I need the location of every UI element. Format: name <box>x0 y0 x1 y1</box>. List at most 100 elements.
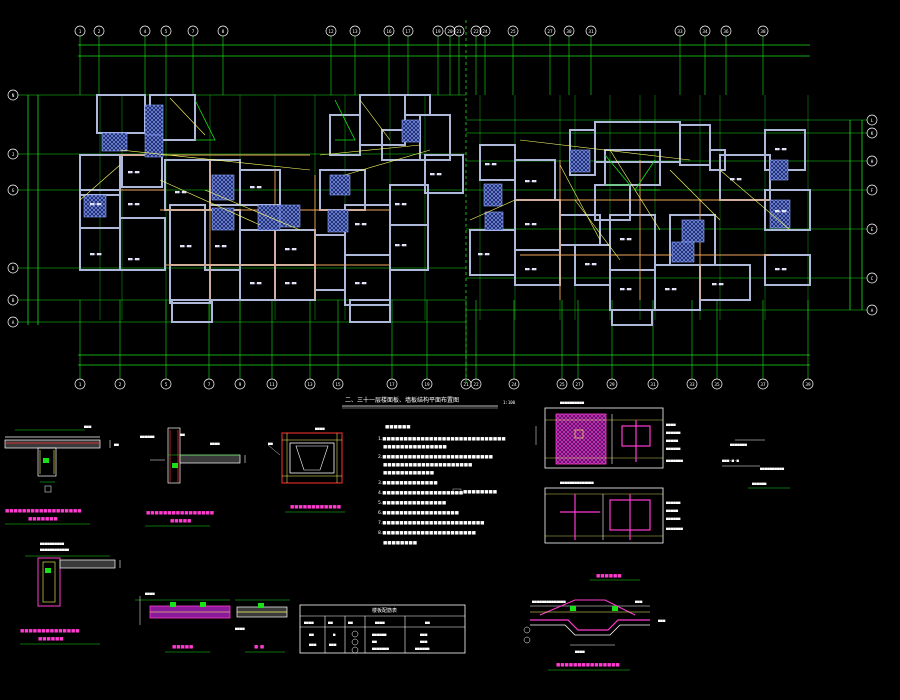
axis-bubble-right: L <box>866 114 878 126</box>
svg-text:7.■■■■■■■■■■■■■■■■■■■■■■■■: 7.■■■■■■■■■■■■■■■■■■■■■■■■ <box>378 520 484 526</box>
svg-text:■■-■■: ■■-■■ <box>585 261 597 266</box>
axis-bubble-label: B <box>12 298 15 304</box>
svg-text:■■-■■: ■■-■■ <box>355 221 367 226</box>
axis-bubble-bottom: 27 <box>572 378 584 390</box>
svg-text:■■■■■■■■■■■■■■■: ■■■■■■■■■■■■■■■ <box>556 663 620 668</box>
svg-text:■■■■■■■: ■■■■■■■ <box>666 526 683 531</box>
axis-bubble-top: 21 <box>453 25 465 37</box>
axis-bubble-label: N <box>12 93 15 99</box>
axis-bubble-top: 7 <box>187 25 199 37</box>
svg-text:■■■: ■■■ <box>84 424 92 429</box>
axis-bubble-top: 13 <box>349 25 361 37</box>
axis-bubble-label: 2 <box>98 29 101 35</box>
axis-bubble-label: 27 <box>547 29 553 35</box>
detail-slab-strip: ■■■■ ■■■■■ ■■■■ ■-■ <box>135 591 290 653</box>
svg-text:■■■■: ■■■■ <box>145 591 155 596</box>
svg-text:■■■■■■: ■■■■■■ <box>666 430 681 435</box>
axis-bubble-bottom: 35 <box>711 378 723 390</box>
axis-bubble-top: 22 <box>470 25 482 37</box>
svg-text:■■■■■■■■■■■■: ■■■■■■■■■■■■ <box>40 547 69 552</box>
axis-bubble-top: 38 <box>757 25 769 37</box>
dimension-frames <box>27 20 863 385</box>
svg-text:■■-■■: ■■-■■ <box>180 243 192 248</box>
drawing-scale: 1:100 <box>503 400 516 405</box>
axis-bubble-label: F <box>871 188 874 194</box>
svg-text:■■■■■■: ■■■■■■ <box>372 632 387 637</box>
svg-text:■■■■■■■■■■■■■■: ■■■■■■■■■■■■■■ <box>20 629 80 634</box>
axis-bubble-label: 7 <box>192 29 195 35</box>
svg-text:■■-■■: ■■-■■ <box>395 201 407 206</box>
axis-bubble-label: L <box>871 118 874 124</box>
svg-text:■■-■■: ■■-■■ <box>285 246 297 251</box>
axis-bubble-bottom: 1 <box>74 378 86 390</box>
svg-text:■■■■■■■: ■■■■■■■ <box>28 517 58 522</box>
axis-bubble-right: K <box>866 127 878 139</box>
svg-text:■■-■■: ■■-■■ <box>430 171 442 176</box>
axis-bubble-label: 31 <box>588 29 594 35</box>
axis-bubble-bottom: 17 <box>386 378 398 390</box>
svg-text:3.■■■■■■■■■■■■■: 3.■■■■■■■■■■■■■ <box>378 480 438 486</box>
svg-text:■■-■■: ■■-■■ <box>525 221 537 226</box>
svg-text:■■-■■: ■■-■■ <box>250 280 262 285</box>
svg-text:■■-■■: ■■-■■ <box>712 281 724 286</box>
svg-text:■■■■■■: ■■■■■■ <box>415 646 430 651</box>
axis-bubble-top: 20 <box>444 25 456 37</box>
axis-bubble-label: 24 <box>511 382 517 388</box>
svg-text:■■■■■■■■■■■■■■: ■■■■■■■■■■■■■■ <box>560 480 594 485</box>
svg-text:■■■: ■■■ <box>329 642 337 647</box>
svg-text:■■-■■: ■■-■■ <box>775 266 787 271</box>
axis-bubble-label: C <box>871 276 874 282</box>
svg-text:■■■■■■■: ■■■■■■■ <box>730 442 747 447</box>
axis-bubble-top: 34 <box>699 25 711 37</box>
svg-text:■■■■: ■■■■ <box>375 620 385 625</box>
axis-bubble-label: A <box>871 308 874 314</box>
svg-text:■■■: ■■■ <box>420 639 428 644</box>
axis-bubble-label: 22 <box>473 29 479 35</box>
svg-text:■■■■: ■■■■ <box>210 441 220 446</box>
detail-slab-step: ■■■■■■■■■■■■■■ ■■■ ■■■ ■■■■ ■■■■■■■■■■■■… <box>523 599 666 671</box>
axis-bubble-label: 30 <box>566 29 572 35</box>
axis-bubble-bottom: 13 <box>304 378 316 390</box>
axis-bubble-top: 8 <box>217 25 229 37</box>
axis-bubble-label: 25 <box>510 29 516 35</box>
svg-text:■■: ■■ <box>268 441 273 446</box>
svg-text:■■-■■: ■■-■■ <box>175 189 187 194</box>
axis-bubble-label: E <box>871 227 874 233</box>
axis-bubble-label: 21 <box>463 382 469 388</box>
axis-bubble-label: 21 <box>456 29 462 35</box>
axis-bubble-label: 2 <box>119 382 122 388</box>
axis-bubble-bottom: 2 <box>114 378 126 390</box>
axis-bubble-top: 17 <box>402 25 414 37</box>
axis-bubble-left: G <box>7 184 19 196</box>
svg-text:■■■■■: ■■■■■ <box>170 519 191 524</box>
svg-text:■■■■: ■■■■ <box>666 422 676 427</box>
axis-bubble-left: D <box>7 262 19 274</box>
axis-bubble-label: 36 <box>723 29 729 35</box>
svg-text:■■■■■■■■: ■■■■■■■■ <box>383 541 417 546</box>
axis-bubble-label: 5 <box>165 382 168 388</box>
svg-text:■■: ■■ <box>180 432 185 437</box>
svg-text:■■-■■: ■■-■■ <box>620 236 632 241</box>
axis-bubble-right: E <box>866 223 878 235</box>
axis-bubble-label: H <box>871 159 874 165</box>
axis-bubble-label: 35 <box>714 382 720 388</box>
svg-text:■■■■■■: ■■■■■■ <box>596 574 622 579</box>
svg-text:■■-■■: ■■-■■ <box>128 169 140 174</box>
axis-bubble-label: 29 <box>609 382 615 388</box>
svg-text:■■■: ■■■ <box>635 599 643 604</box>
svg-text:■■: ■■ <box>372 639 377 644</box>
axis-bubble-right: C <box>866 272 878 284</box>
axis-bubble-label: 25 <box>559 382 565 388</box>
svg-text:■■■■■■: ■■■■■■ <box>140 434 155 439</box>
svg-text:■■■■■: ■■■■■ <box>666 438 679 443</box>
axis-bubble-label: 7 <box>208 382 211 388</box>
svg-text:■■-■■: ■■-■■ <box>478 251 490 256</box>
detail-grid-sections: ■■■■■■■■■■ ■■■■ ■■■■■■ ■■■■■ ■■■■■■ ■■■■… <box>535 400 683 581</box>
svg-text:8.■■■■■■■■■■■■■■■■■■■■■■: 8.■■■■■■■■■■■■■■■■■■■■■■ <box>378 530 476 536</box>
axis-bubble-bottom: 25 <box>556 378 568 390</box>
svg-text:■■: ■■ <box>348 620 353 625</box>
axis-bubble-bottom: 37 <box>757 378 769 390</box>
